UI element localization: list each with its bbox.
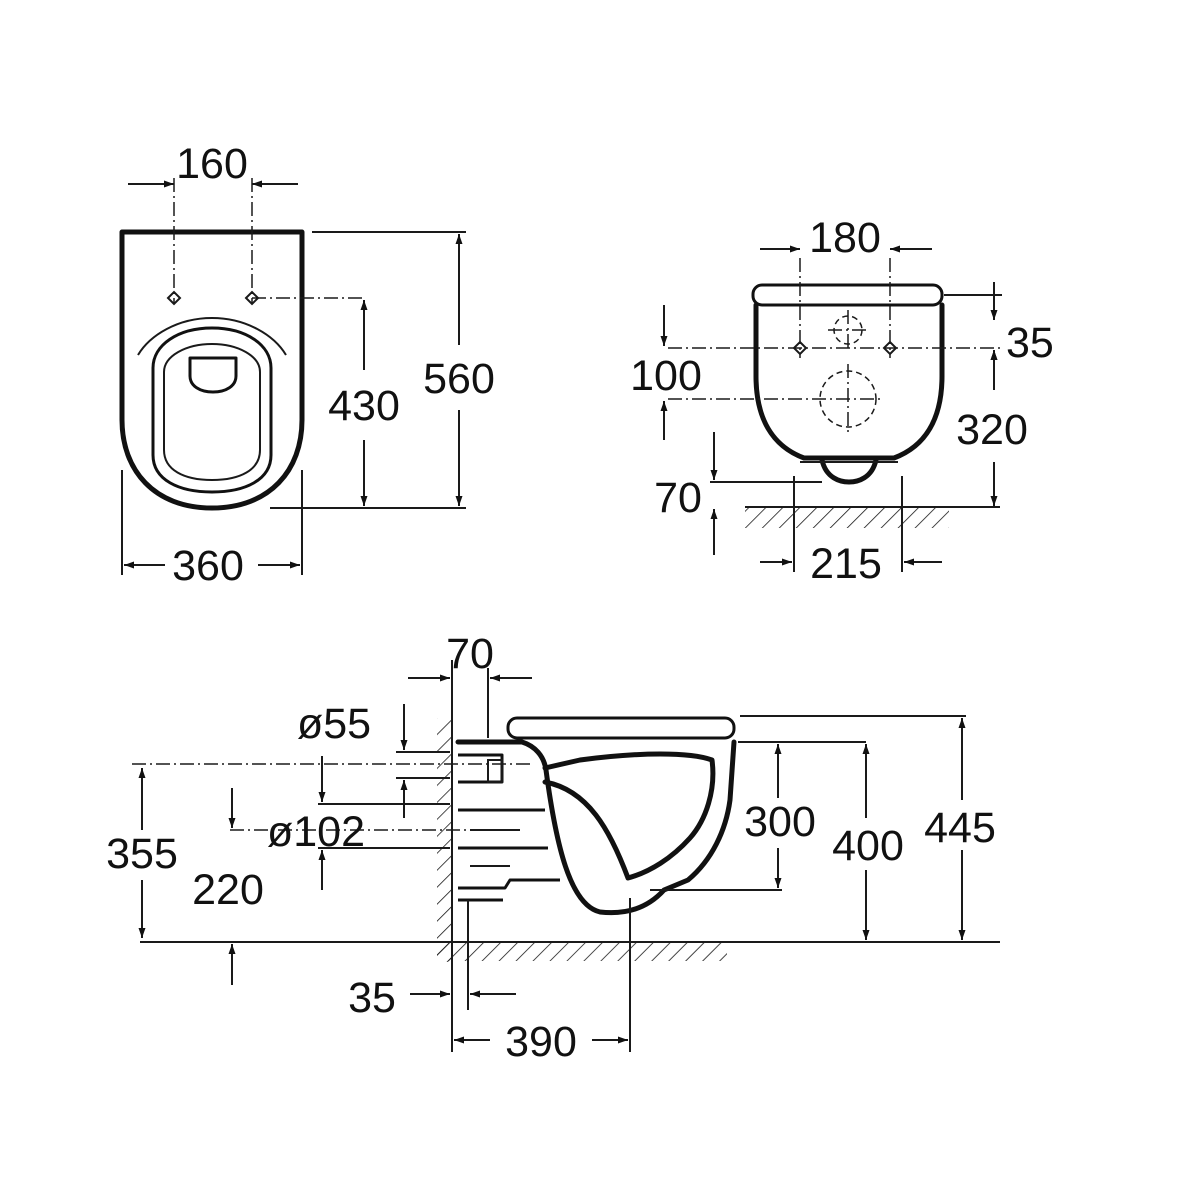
side-view-inlet-diameter-label: ø55 (297, 700, 371, 748)
side-view: 70 ø55 ø102 355 220 300 400 445 (106, 630, 1000, 1066)
side-view-floor-hatch (437, 943, 727, 961)
side-view-total-height-label: 445 (924, 804, 996, 852)
rear-view-waste-below-fixing-label: 100 (630, 352, 702, 400)
side-view-inlet-height-label: 355 (106, 830, 178, 878)
rear-view: 180 35 100 320 70 215 (630, 214, 1054, 588)
rear-view-fixing-height-label: 320 (956, 406, 1028, 454)
top-view-length-label: 560 (423, 355, 495, 403)
top-view-fixing-to-rear-label: 430 (328, 382, 400, 430)
rear-view-bowl (753, 302, 945, 461)
side-view-bowl-height-label: 300 (744, 798, 816, 846)
rear-view-outlet-width-label: 215 (810, 540, 882, 588)
top-view: 160 430 560 360 (119, 140, 495, 590)
top-view-inner-rim (163, 342, 261, 482)
rear-view-fixing-below-top-label: 35 (1006, 319, 1054, 367)
side-view-projection-label: 390 (505, 1018, 577, 1066)
side-view-outlet-height-label: 220 (192, 866, 264, 914)
top-view-seat-rim (137, 316, 287, 356)
side-view-rim-height-label: 400 (832, 822, 904, 870)
rear-view-fixing-spacing-label: 180 (809, 214, 881, 262)
side-view-wall-gap-label: 70 (446, 630, 494, 678)
side-view-seat-lid (506, 716, 736, 740)
top-view-fixing-spacing-label: 160 (176, 140, 248, 188)
rear-view-seat-lid (751, 283, 944, 307)
rear-view-outlet (819, 457, 879, 485)
side-view-bowl-outline (455, 739, 737, 916)
top-view-flush-hole (188, 356, 238, 394)
top-view-width-label: 360 (172, 542, 244, 590)
rear-view-outlet-height-label: 70 (654, 474, 702, 522)
top-view-outline (119, 229, 305, 511)
side-view-bowl-inner (542, 751, 716, 881)
side-view-wall-offset-label: 35 (348, 974, 396, 1022)
top-view-seat-opening (151, 326, 273, 494)
side-view-wall-hatch (437, 718, 452, 962)
